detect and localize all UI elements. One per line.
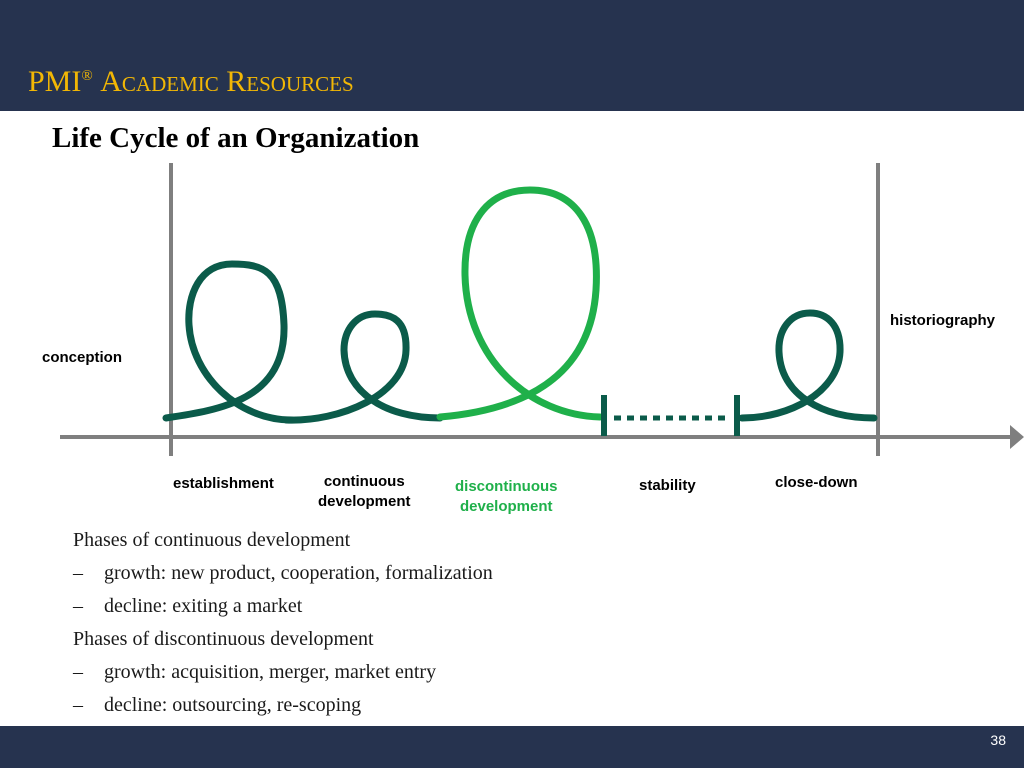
notes-text: growth: acquisition, merger, market entr… [104, 661, 437, 683]
notes-list: Phases of continuous development –growth… [73, 526, 493, 724]
label-establishment: establishment [173, 475, 274, 492]
notes-dash: – [73, 562, 83, 584]
notes-item: –decline: exiting a market [73, 592, 493, 625]
notes-text: Phases of continuous development [73, 529, 351, 551]
notes-text: decline: exiting a market [104, 595, 303, 617]
discontinuous-development-loop [436, 186, 604, 421]
notes-dash: – [73, 694, 83, 716]
notes-text: growth: new product, cooperation, formal… [104, 562, 493, 584]
label-historiography: historiography [890, 312, 996, 329]
brand-registered-mark: ® [81, 68, 93, 84]
notes-text: Phases of discontinuous development [73, 628, 374, 650]
slide-title: Life Cycle of an Organization [52, 122, 420, 154]
label-conception: conception [42, 349, 123, 366]
notes-heading-continuous: Phases of continuous development [73, 526, 493, 559]
notes-heading-discontinuous: Phases of discontinuous development [73, 625, 493, 658]
label-discontinuous-development: discontinuous development [455, 478, 558, 515]
label-stability: stability [639, 477, 696, 494]
brand-pmi: PMI [28, 65, 82, 98]
notes-item: –decline: outsourcing, re-scoping [73, 691, 493, 724]
page-number: 38 [990, 732, 1006, 748]
brand-academic-resources: Academic Resources [100, 65, 354, 98]
life-cycle-diagram [60, 163, 1024, 456]
establishment-loop [162, 260, 296, 424]
header-bar [0, 0, 1024, 111]
brand-title: PMI® Academic Resources [28, 58, 354, 100]
footer-bar [0, 726, 1024, 768]
time-axis-arrowhead [1010, 425, 1024, 449]
label-close-down: close-down [775, 474, 858, 491]
close-down-loop [738, 309, 878, 422]
notes-text: decline: outsourcing, re-scoping [104, 694, 362, 716]
notes-dash: – [73, 595, 83, 617]
label-continuous-development: continuous development [318, 473, 411, 510]
notes-item: –growth: new product, cooperation, forma… [73, 559, 493, 592]
notes-dash: – [73, 661, 83, 683]
notes-item: –growth: acquisition, merger, market ent… [73, 658, 493, 691]
continuous-development-loop [282, 310, 444, 424]
